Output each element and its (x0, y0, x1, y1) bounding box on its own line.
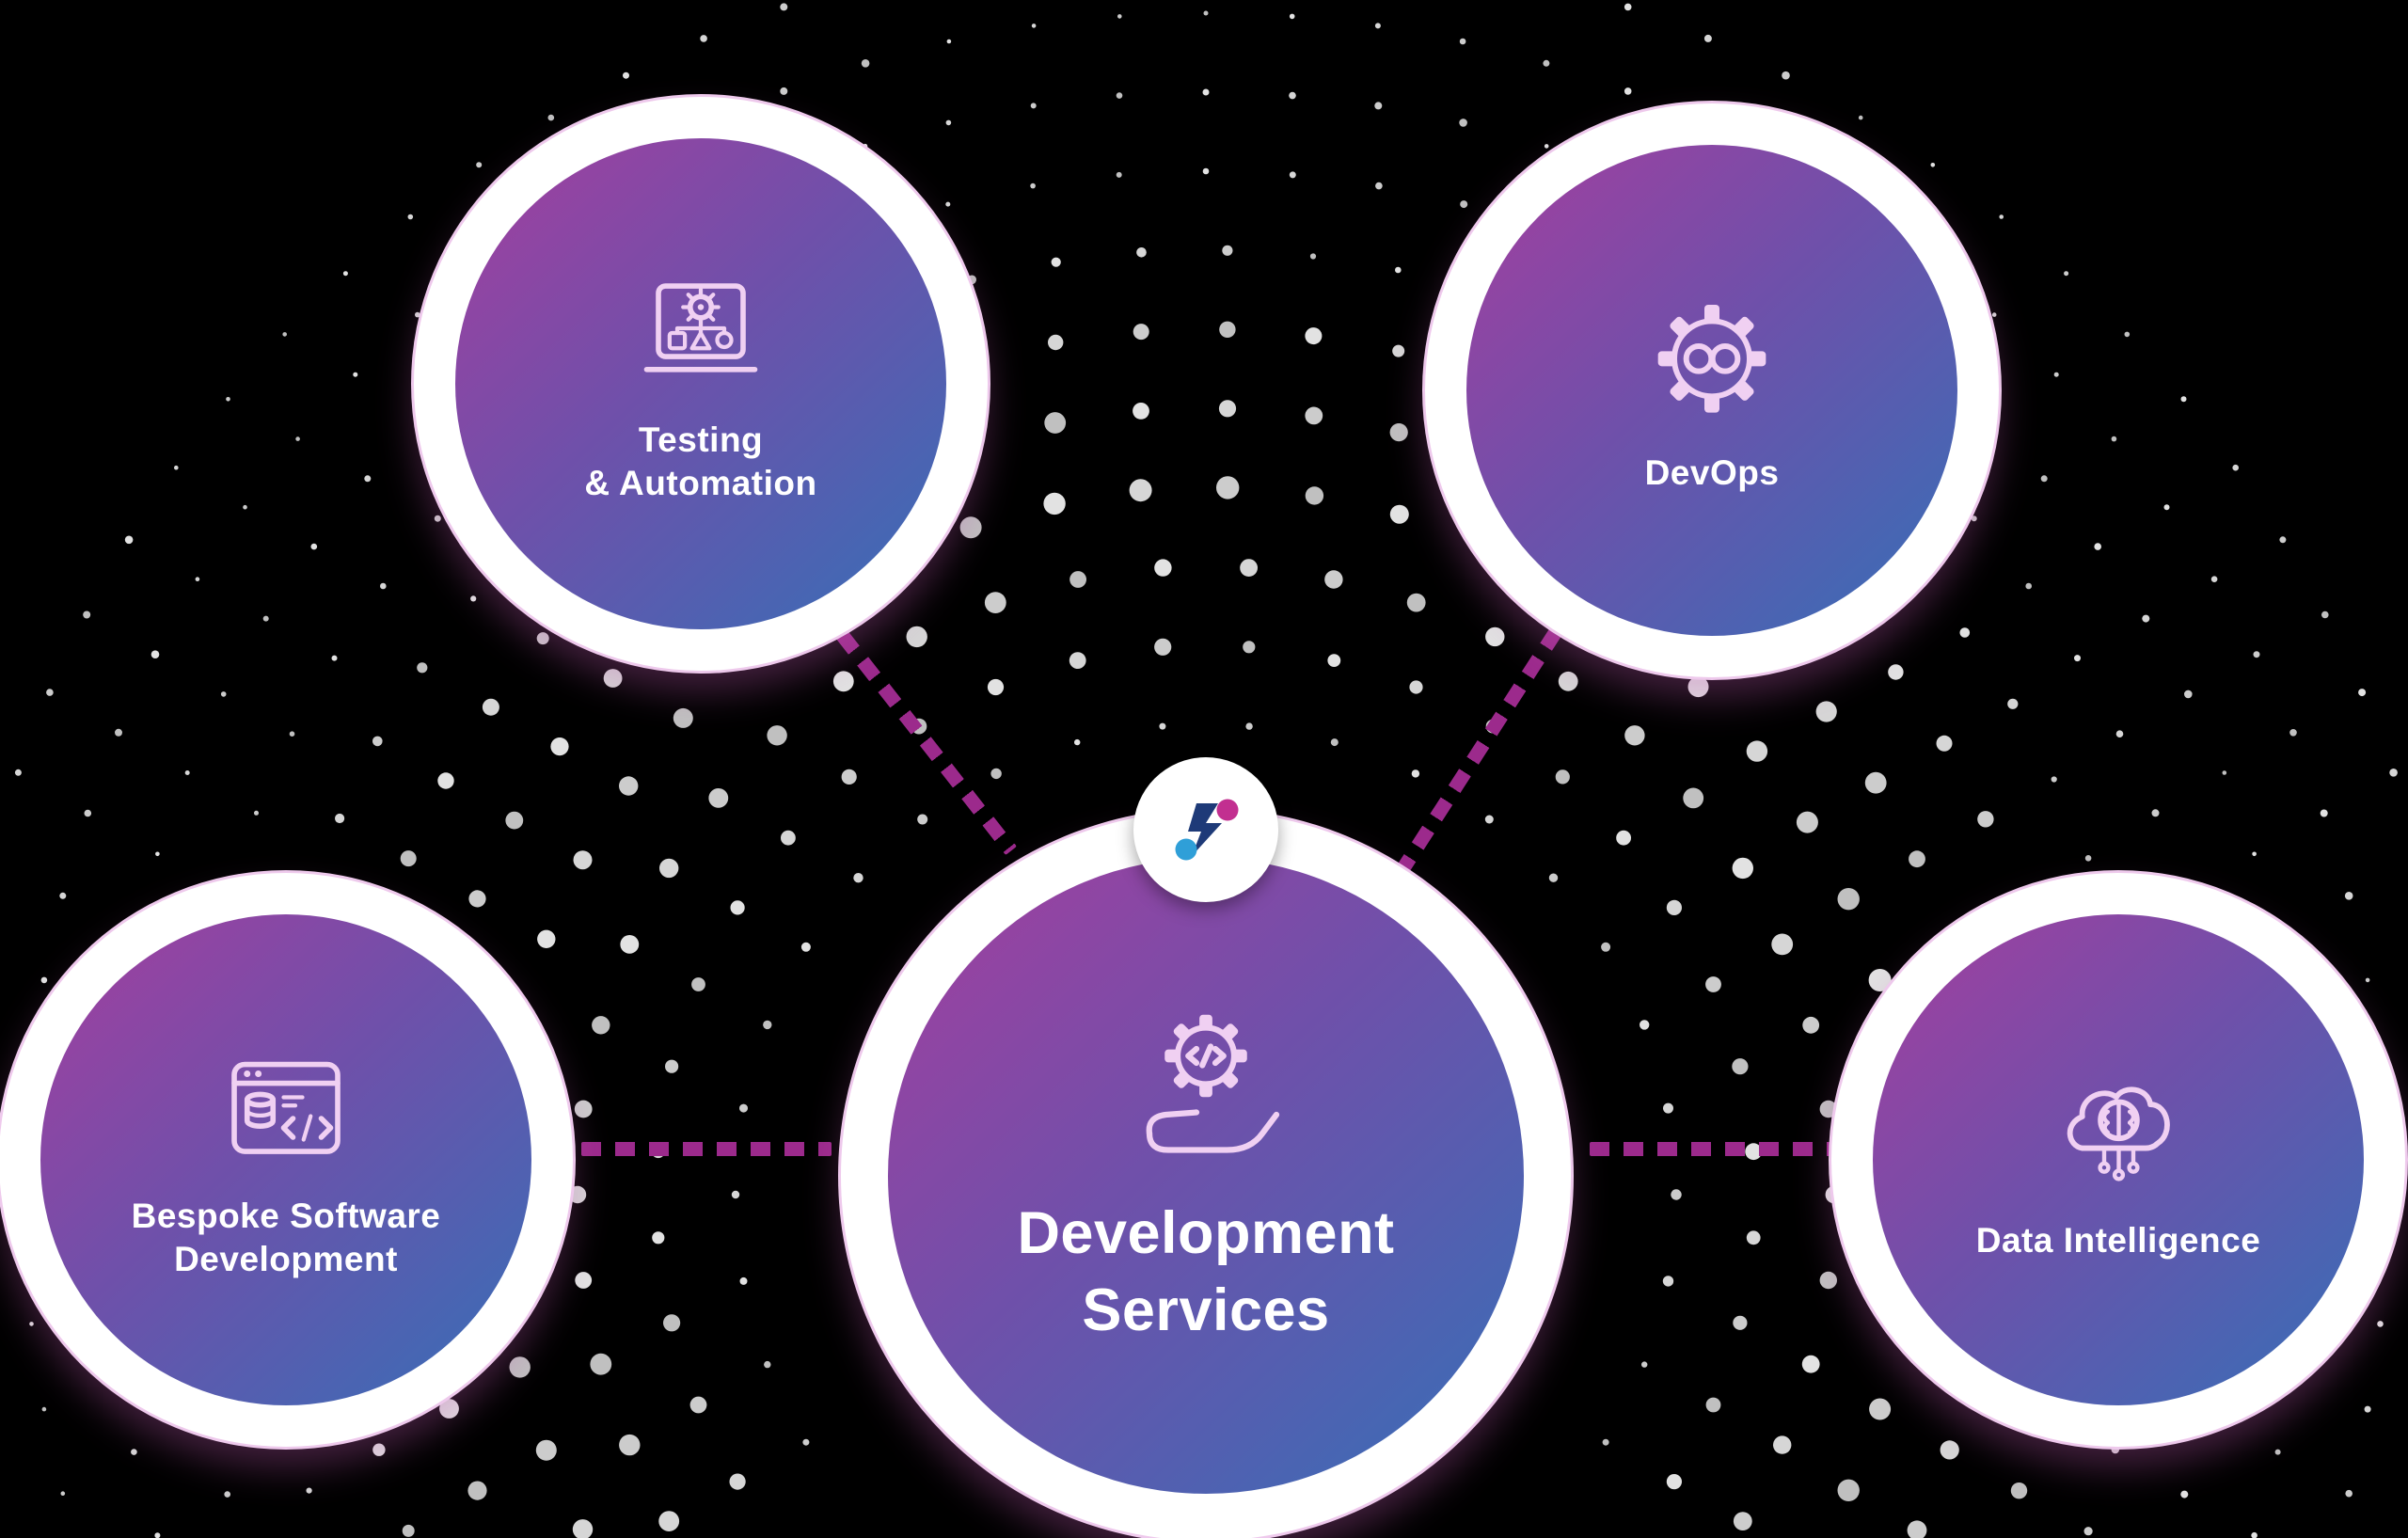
label-line: DevOps (1644, 453, 1780, 493)
node-data-intelligence: Data Intelligence (1831, 873, 2405, 1447)
node-devops: DevOps (1425, 103, 1999, 677)
node-data-label: Data Intelligence (1976, 1219, 2261, 1262)
company-logo-badge (1133, 757, 1278, 902)
node-testing-automation: Testing & Automation (414, 97, 988, 671)
node-bespoke-software-development: Bespoke Software Development (0, 873, 573, 1447)
gear-in-hand-icon (1112, 1002, 1300, 1190)
browser-code-database-icon (215, 1039, 356, 1180)
company-logo-icon (1175, 799, 1239, 861)
laptop-gear-workflow-icon (630, 262, 771, 404)
node-development-services: Development Services (841, 811, 1571, 1538)
node-devops-label: DevOps (1645, 452, 1780, 495)
label-line: Bespoke Software (131, 1197, 441, 1236)
label-line: Data Intelligence (1975, 1220, 2261, 1260)
connector-bespoke-to-center (581, 1142, 832, 1156)
node-center-label: Development Services (1017, 1196, 1394, 1350)
label-line: Services (1082, 1277, 1330, 1343)
node-bespoke-label: Bespoke Software Development (132, 1195, 441, 1281)
label-line: Development (1017, 1200, 1395, 1267)
node-testing-automation-label: Testing & Automation (584, 419, 816, 505)
node-testing-automation-face: Testing & Automation (455, 138, 946, 629)
cloud-brain-circuit-icon (2046, 1058, 2192, 1204)
label-line: Development (174, 1240, 398, 1278)
node-bespoke-face: Bespoke Software Development (40, 914, 531, 1405)
node-devops-face: DevOps (1466, 145, 1957, 636)
connector-center-to-data (1590, 1142, 1830, 1156)
node-data-face: Data Intelligence (1873, 914, 2364, 1405)
gear-infinity-icon (1637, 286, 1787, 436)
node-center-face: Development Services (888, 858, 1524, 1494)
label-line: Testing (638, 420, 764, 460)
label-line: & Automation (584, 464, 817, 502)
